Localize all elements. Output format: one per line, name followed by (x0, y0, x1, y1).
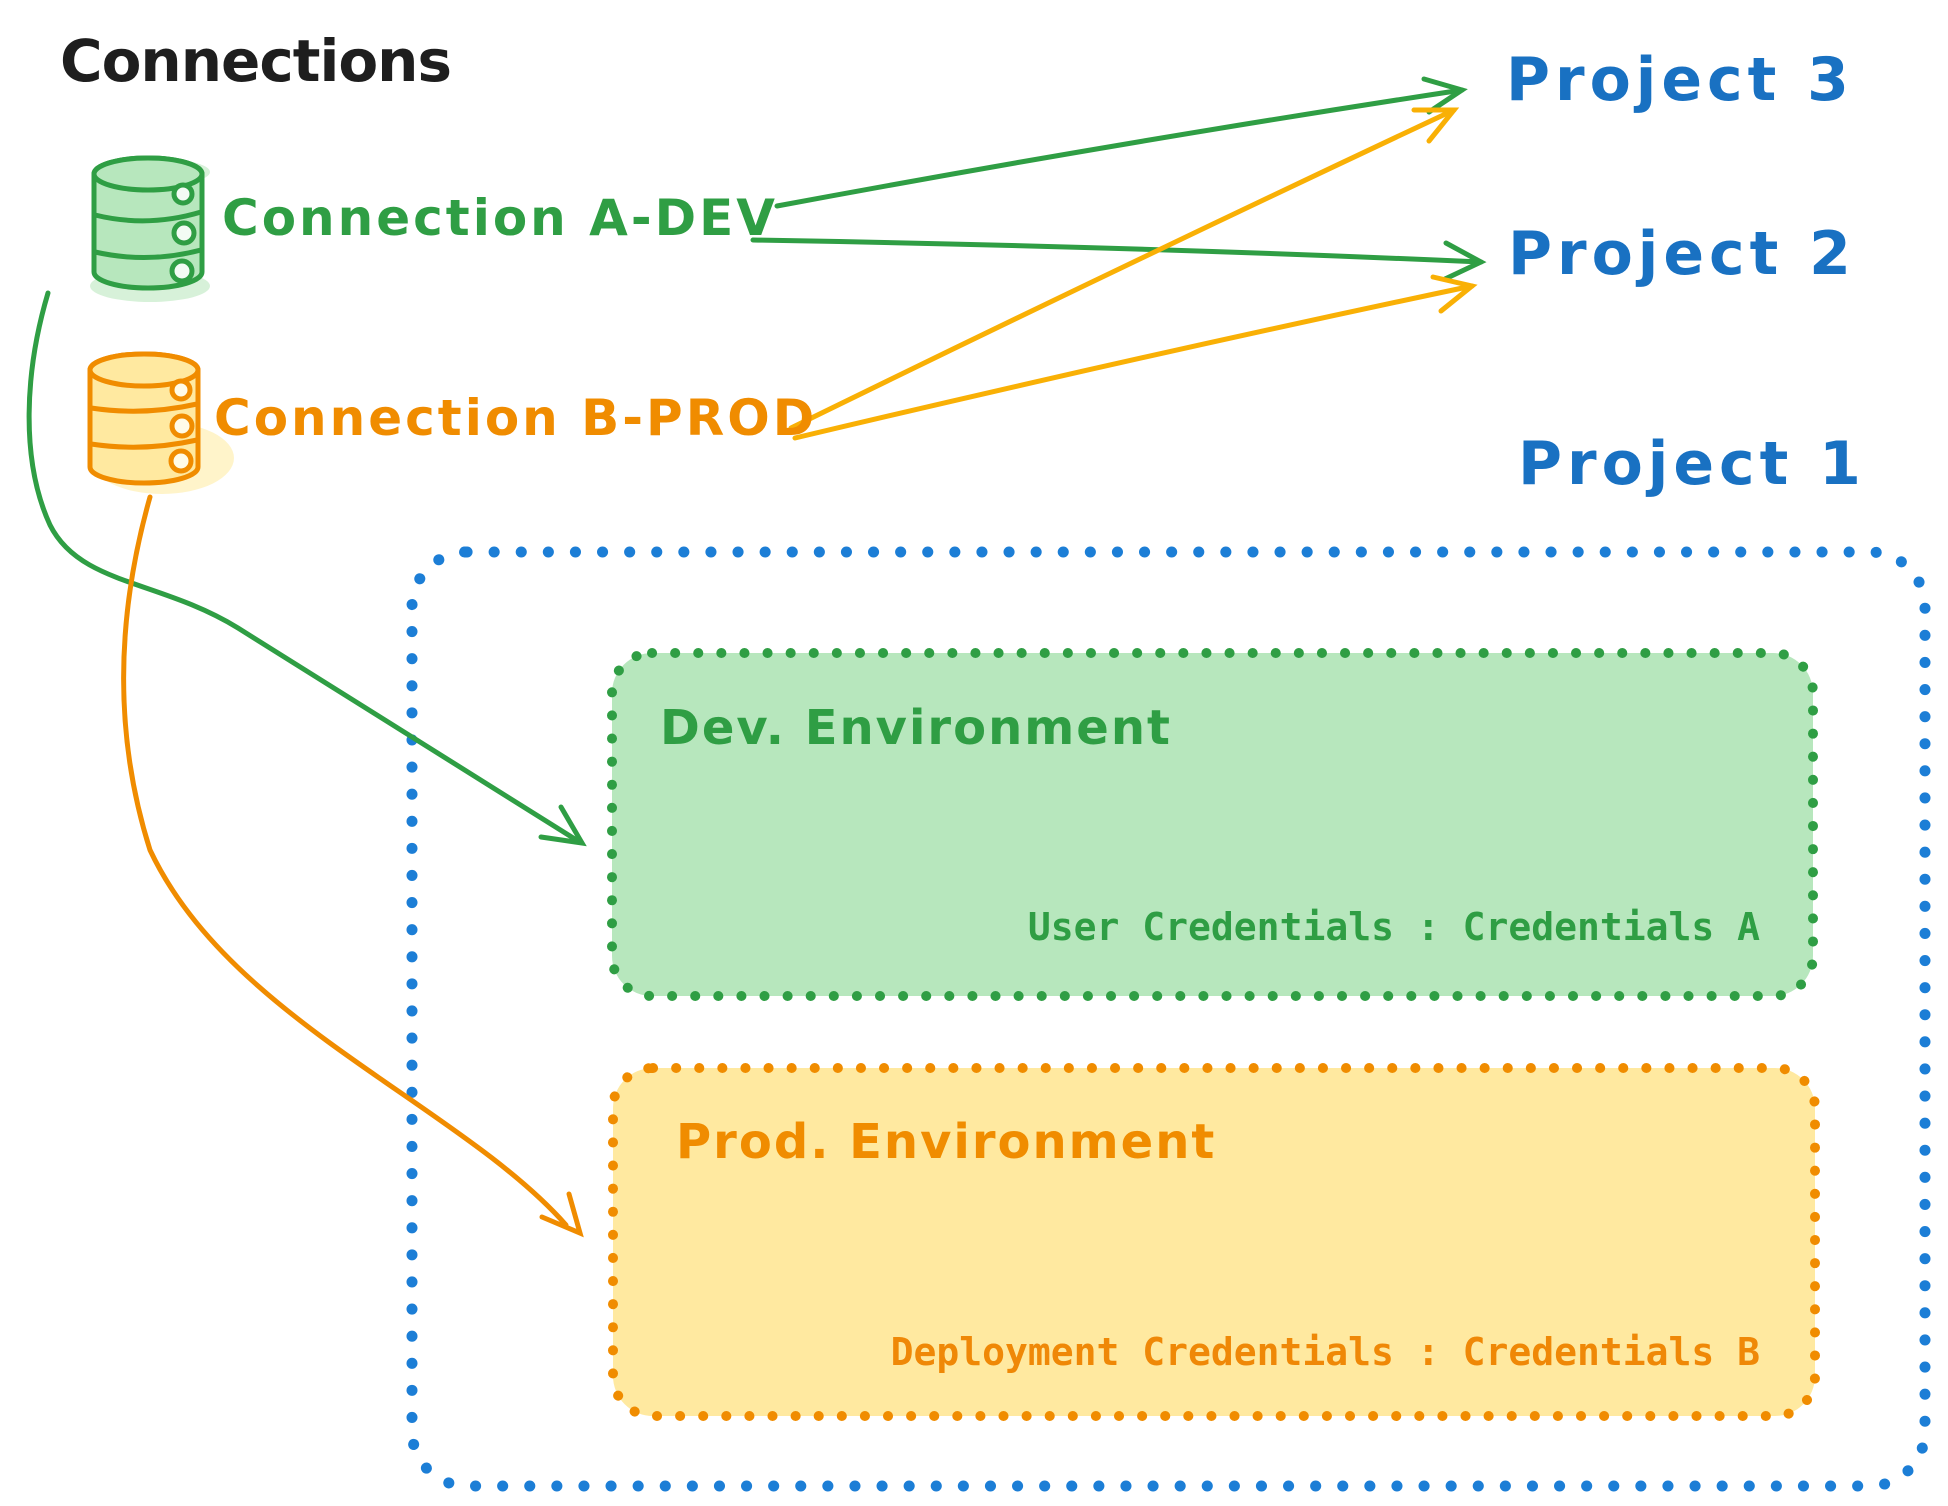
arrow-a-dev-to-project-3 (774, 76, 1468, 209)
dev-environment-credentials: User Credentials : Credentials A (1027, 905, 1760, 949)
arrow-b-prod-to-prod-environment (121, 494, 584, 1238)
dev-environment-box (607, 648, 1818, 1001)
prod-environment-box (608, 1063, 1820, 1421)
dev-environment-title: Dev. Environment (660, 700, 1172, 756)
project-2-label: Project 2 (1508, 219, 1856, 289)
project1-container-box (406, 546, 1931, 1492)
database-icon-a-dev (90, 155, 210, 302)
arrow-a-dev-to-project-2 (750, 237, 1487, 282)
project-3-label: Project 3 (1506, 45, 1854, 115)
connection-b-prod-label: Connection B-PROD (214, 389, 818, 447)
arrow-b-prod-to-project-2 (792, 274, 1478, 441)
arrow-b-prod-to-project-3 (788, 107, 1460, 431)
prod-environment-credentials: Deployment Credentials : Credentials B (890, 1330, 1760, 1374)
connection-a-dev-label: Connection A-DEV (222, 189, 778, 247)
diagram-title: Connections (60, 27, 452, 95)
arrow-a-dev-to-dev-environment (26, 290, 587, 847)
project-1-label: Project 1 (1518, 429, 1866, 499)
database-icon-b-prod (87, 351, 234, 494)
prod-environment-title: Prod. Environment (676, 1114, 1217, 1170)
